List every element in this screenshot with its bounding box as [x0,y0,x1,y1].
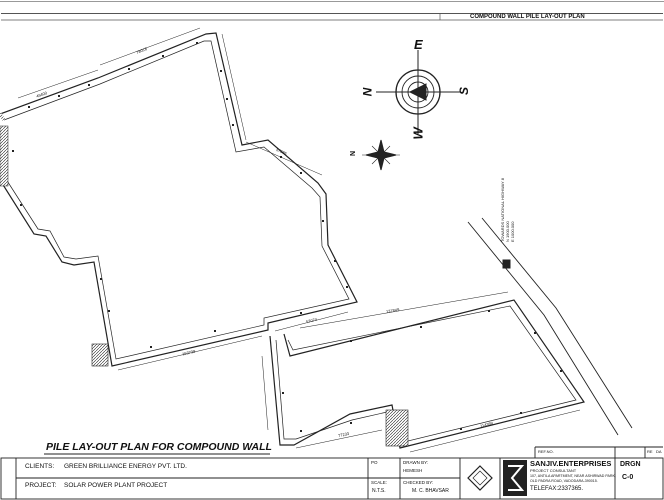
compass-west-label: W [410,127,426,140]
sheet-outer-top [0,1,664,2]
compass-north-label: N [360,87,375,97]
drawn-label: DRAWN BY: [403,460,429,465]
scale-value: N.T.S. [372,488,386,494]
po-label: PO [371,460,378,465]
ref-label: REF.NO. [538,449,554,454]
rev-label: RE [647,449,653,454]
date-label: DA [656,449,662,454]
checked-value: M. C. BHAVSAR [412,488,449,494]
drawn-value: HEMESH [403,468,423,473]
compass-south-label: S [457,86,472,96]
project-label: PROJECT: [25,482,57,489]
compound-wall-upper [0,27,358,371]
consultant-telephone: TELEFAX:2337365. [530,486,584,492]
wall-hatch-patch [91,343,109,367]
road-note: TOWARDS NATIONAL HIGHWAY 8 N 1900.000 E … [500,178,515,242]
consultant-name: SANJIV.ENTERPRISES [530,459,612,468]
drawing-no-value: C-0 [622,474,634,481]
benchmark-marker [502,259,511,269]
consultant-subtitle: PROJECT CONSULTANT [530,468,577,473]
header-title: COMPOUND WALL PILE LAY-OUT PLAN [470,14,585,20]
compass-rose-icon [376,50,460,134]
compass-east-label: E [414,37,423,52]
lower-wall-hatch [385,409,409,447]
consultant-address: OLD PADRA ROAD, VADODARA-390015. [530,479,598,483]
project-value: SOLAR POWER PLANT PROJECT [64,482,168,489]
road-note-line: E 1000.000 [510,221,515,242]
checked-label: CHECKED BY: [403,480,434,485]
small-compass-icon [362,139,400,171]
road [467,217,633,436]
drawing-no-label: DRGN [620,461,641,468]
clients-value: GREEN BRILLIANCE ENERGY PVT. LTD. [64,463,187,470]
pile-markers [12,42,562,432]
scale-label: SCALE: [371,480,388,485]
clients-label: CLIENTS: [25,463,55,470]
consultant-address: 107, ANTILA APARTMENT, NEAR ASHIRWAD PAR… [530,474,616,478]
sheet-top-border [1,13,663,14]
plan-caption: PILE LAY-OUT PLAN FOR COMPOUND WALL [46,441,272,453]
small-compass-north-label: N [350,150,358,157]
compound-wall-lower [261,291,585,453]
title-block-frame [0,446,664,500]
